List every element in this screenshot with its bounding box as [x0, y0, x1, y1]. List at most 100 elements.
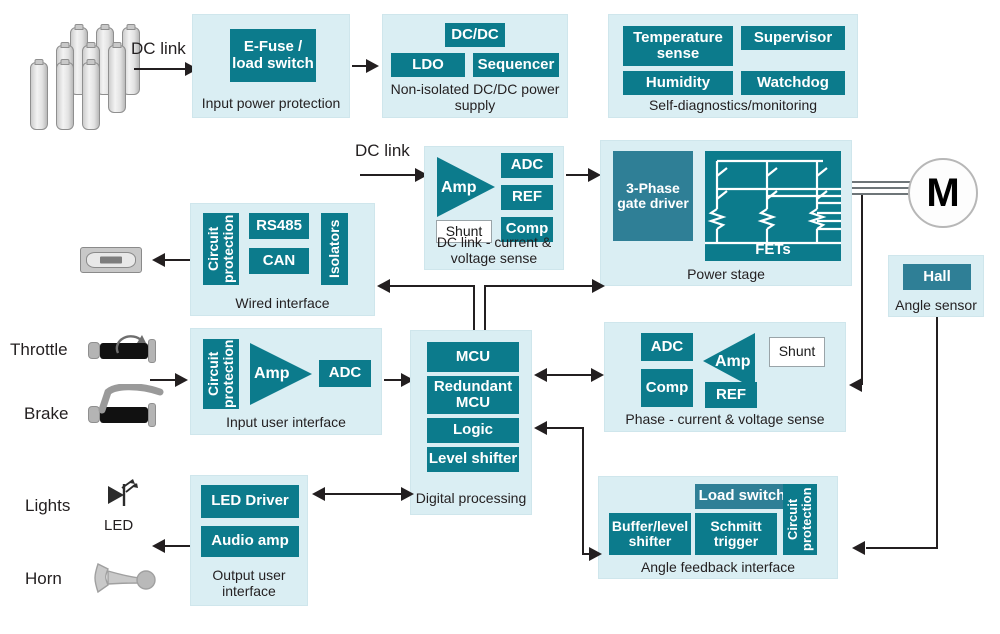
- panel-angle-sensor[interactable]: Hall Angle sensor: [888, 255, 984, 317]
- chip-label: LDO: [412, 55, 444, 73]
- chip-label: RS485: [256, 216, 302, 234]
- caption-phase-sense: Phase - current & voltage sense: [625, 410, 825, 427]
- panel-phase-sense[interactable]: ADC Comp Amp REF Shunt Phase - current &…: [604, 322, 846, 432]
- chip-audio-amp[interactable]: Audio amp: [201, 526, 299, 557]
- panel-digital-processing[interactable]: MCU Redundant MCU Logic Level shifter Di…: [410, 330, 532, 515]
- panel-self-diagnostics[interactable]: Temperature sense Supervisor Humidity Wa…: [608, 14, 858, 118]
- chip-watchdog[interactable]: Watchdog: [741, 71, 845, 95]
- chip-schmitt-trigger[interactable]: Schmitt trigger: [695, 513, 777, 555]
- chip-circuit-protection-input[interactable]: Circuit protection: [203, 339, 239, 409]
- panel-input-power-protection[interactable]: E-Fuse / load switch Input power protect…: [192, 14, 350, 118]
- caption-input-power-protection: Input power protection: [201, 94, 341, 111]
- motor-phase-wire-3: [852, 193, 914, 195]
- chip-label: 3-Phase gate driver: [617, 179, 689, 211]
- chip-label: Sequencer: [477, 55, 555, 73]
- chip-adc-phase[interactable]: ADC: [641, 333, 693, 361]
- chip-label: Redundant MCU: [433, 377, 513, 411]
- arrowhead-wired-to-dsub: [152, 253, 165, 267]
- chip-comp-dc-link[interactable]: Comp: [501, 217, 553, 242]
- chip-humidity[interactable]: Humidity: [623, 71, 733, 95]
- chip-ref-phase[interactable]: REF: [705, 382, 757, 408]
- chip-e-fuse-load-switch[interactable]: E-Fuse / load switch: [230, 29, 316, 82]
- chip-3-phase-gate-driver[interactable]: 3-Phase gate driver: [613, 151, 693, 241]
- dc-link-top-label: DC link: [131, 39, 186, 58]
- chip-hall[interactable]: Hall: [903, 264, 971, 290]
- chip-level-shifter[interactable]: Level shifter: [427, 447, 519, 472]
- chip-label: DC/DC: [451, 25, 499, 43]
- amp-triangle-phase[interactable]: Amp: [703, 333, 755, 389]
- chip-label: ADC: [510, 156, 544, 174]
- chip-circuit-protection-angle[interactable]: Circuit protection: [783, 484, 817, 555]
- throttle-grip-icon: [88, 335, 160, 367]
- panel-dc-link-sense[interactable]: Amp Shunt ADC REF Comp DC link - current…: [424, 146, 564, 270]
- chip-mcu[interactable]: MCU: [427, 342, 519, 372]
- motor-phase-wire-2: [852, 187, 914, 189]
- panel-input-user-interface[interactable]: Circuit protection Amp ADC Input user in…: [190, 328, 382, 435]
- chip-label: Temperature sense: [633, 28, 723, 62]
- chip-label: Watchdog: [757, 73, 829, 91]
- arrowhead-output-ui-left: [312, 487, 325, 501]
- chip-adc-dc-link[interactable]: ADC: [501, 153, 553, 178]
- rotation-arrow-icon: [115, 335, 146, 354]
- horn-label: Horn: [25, 569, 62, 588]
- chip-ref-dc-link[interactable]: REF: [501, 185, 553, 210]
- chip-label: Hall: [923, 267, 951, 285]
- caption-digital-processing: Digital processing: [415, 489, 527, 506]
- connector-angle-sensor-horz: [866, 547, 937, 549]
- fets-schematic[interactable]: FETs: [705, 151, 841, 261]
- amp-shape: [703, 333, 755, 389]
- chip-label: Humidity: [645, 73, 711, 91]
- caption-angle-feedback-interface: Angle feedback interface: [640, 558, 796, 575]
- panel-power-stage[interactable]: 3-Phase gate driver: [600, 140, 852, 286]
- chip-can[interactable]: CAN: [249, 248, 309, 274]
- chip-ldo[interactable]: LDO: [391, 53, 465, 77]
- chip-label: Supervisor: [753, 28, 833, 46]
- brake-label: Brake: [24, 404, 69, 423]
- chip-isolators[interactable]: Isolators: [321, 213, 348, 285]
- chip-temperature-sense[interactable]: Temperature sense: [623, 26, 733, 66]
- chip-label: Level shifter: [428, 450, 518, 468]
- led-label: LED: [104, 517, 134, 534]
- panel-wired-interface[interactable]: Circuit protection RS485 CAN Isolators W…: [190, 203, 375, 316]
- chip-sequencer[interactable]: Sequencer: [473, 53, 559, 77]
- chip-load-switch[interactable]: Load switch: [695, 484, 789, 509]
- chip-label: Circuit protection: [204, 214, 236, 284]
- panel-dcdc-power-supply[interactable]: DC/DC LDO Sequencer Non-isolated DC/DC p…: [382, 14, 568, 118]
- chip-comp-phase[interactable]: Comp: [641, 369, 693, 407]
- panel-angle-feedback-interface[interactable]: Load switch Buffer/level shifter Schmitt…: [598, 476, 838, 579]
- chip-logic[interactable]: Logic: [427, 418, 519, 443]
- amp-label: Amp: [441, 179, 477, 196]
- chip-dcdc[interactable]: DC/DC: [445, 23, 505, 47]
- amp-triangle-dc-link[interactable]: Amp: [437, 157, 495, 217]
- chip-redundant-mcu[interactable]: Redundant MCU: [427, 376, 519, 414]
- chip-shunt-phase[interactable]: Shunt: [769, 337, 825, 367]
- arrowhead-bus-to-power-stage: [592, 279, 605, 293]
- panel-output-user-interface[interactable]: LED Driver Audio amp Output user interfa…: [190, 475, 308, 606]
- chip-label: LED Driver: [211, 492, 289, 510]
- chip-circuit-protection-wired[interactable]: Circuit protection: [203, 213, 239, 285]
- chip-rs485[interactable]: RS485: [249, 213, 309, 239]
- connector-iui-to-digital: [384, 379, 406, 381]
- arrowhead-angle-sensor-to-feedback: [852, 541, 865, 555]
- chip-label: Shunt: [445, 222, 483, 239]
- chip-supervisor[interactable]: Supervisor: [741, 26, 845, 50]
- chip-label: REF: [716, 385, 746, 403]
- chip-led-driver[interactable]: LED Driver: [201, 485, 299, 518]
- connector-feedback-elbow-vert: [582, 427, 584, 555]
- connector-output-ui-to-horn: [165, 545, 190, 547]
- amp-shape: [437, 157, 495, 217]
- amp-triangle-input[interactable]: Amp: [250, 343, 312, 405]
- motor-icon: M: [908, 158, 978, 228]
- chip-label: Schmitt trigger: [710, 517, 762, 549]
- connector-digital-to-feedback-horz: [582, 553, 592, 555]
- chip-label: Shunt: [778, 343, 816, 360]
- chip-buffer-level-shifter[interactable]: Buffer/level shifter: [609, 513, 691, 555]
- amp-label: Amp: [254, 365, 290, 382]
- chip-adc-input[interactable]: ADC: [319, 360, 371, 387]
- connector-bus-to-wired-interface: [390, 285, 475, 287]
- arrowhead-digital-right: [401, 487, 414, 501]
- caption-angle-sensor: Angle sensor: [895, 296, 977, 313]
- chip-shunt-dc-link[interactable]: Shunt: [436, 220, 492, 243]
- arrowhead-bus-to-wired-interface: [377, 279, 390, 293]
